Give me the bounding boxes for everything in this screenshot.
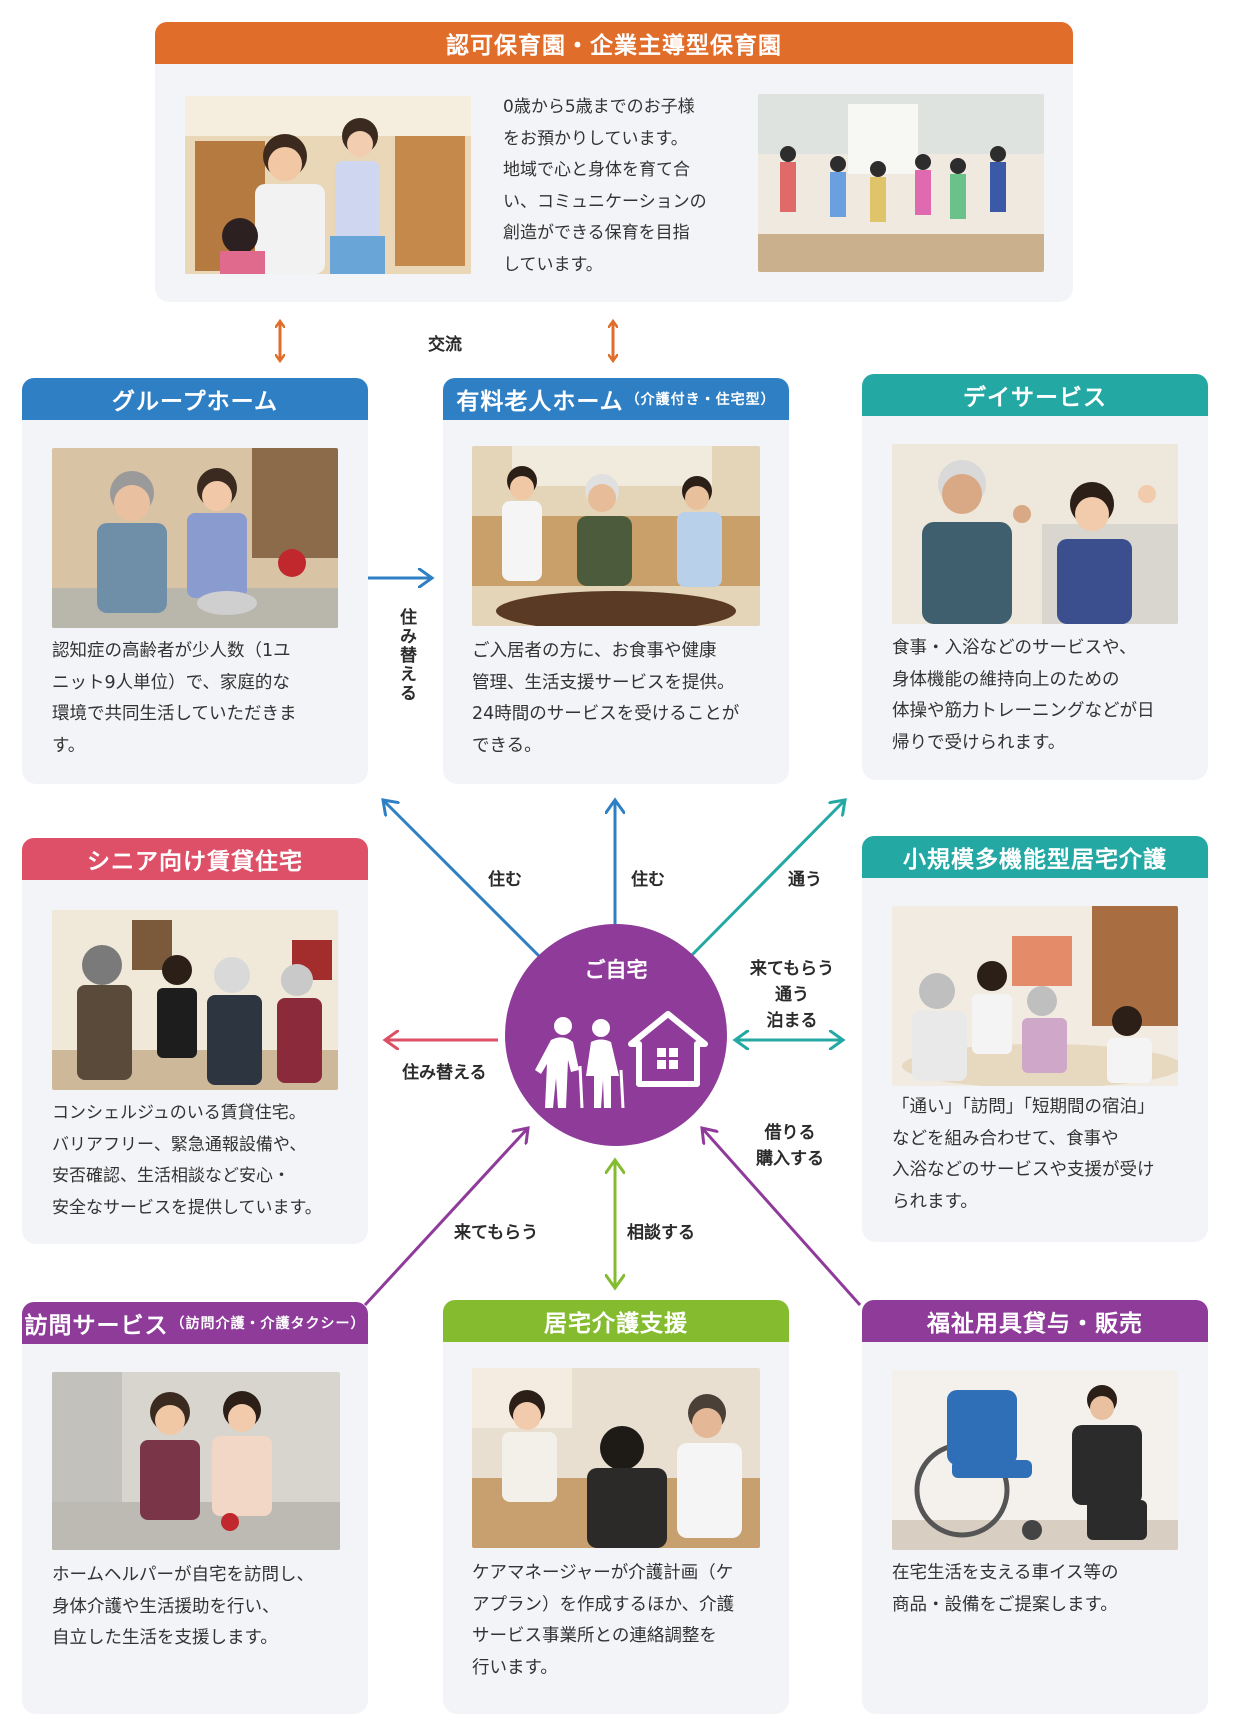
welfare-photo — [892, 1370, 1178, 1550]
visit-service-title-sub: （訪問介護・介護タクシー） — [170, 1316, 366, 1332]
welfare-header: 福祉用具貸与・販売 — [862, 1300, 1208, 1342]
live-center-label: 住む — [631, 870, 665, 890]
day-service-photo — [892, 444, 1178, 624]
live-left-label: 住む — [488, 870, 522, 890]
home-hub: ご自宅 — [505, 924, 727, 1146]
group-home-header: グループホーム — [22, 378, 368, 420]
senior-rental-header: シニア向け賃貸住宅 — [22, 838, 368, 880]
care-support-text: ケアマネージャーが介護計画（ケ アプラン）を作成するほか、介護 サービス事業所と… — [472, 1563, 735, 1678]
nursery-title: 認可保育園・企業主導型保育園 — [446, 33, 782, 59]
come-to-me-arrow — [363, 1128, 528, 1307]
consult-label: 相談する — [627, 1223, 695, 1243]
paid-home-text: ご入居者の方に、お食事や健康 管理、生活支援サービスを提供。 24時間のサービス… — [472, 641, 740, 756]
care-support-title: 居宅介護支援 — [544, 1311, 688, 1337]
rent-buy-arrow — [702, 1128, 862, 1306]
paid-home-header: 有料老人ホーム（介護付き・住宅型） — [443, 378, 789, 420]
day-service-text: 食事・入浴などのサービスや、 身体機能の維持向上のための 体操や筋力トレーニング… — [892, 638, 1155, 753]
day-service-title: デイサービス — [963, 385, 1107, 411]
small-multi-title: 小規模多機能型居宅介護 — [903, 847, 1167, 873]
paid-home-title: 有料老人ホーム — [456, 389, 624, 415]
come-to-me-label: 来てもらう — [454, 1223, 539, 1243]
commute-arrow — [688, 800, 845, 959]
nursery-header: 認可保育園・企業主導型保育園 — [155, 22, 1073, 64]
visit-service-photo — [52, 1372, 340, 1550]
senior-rental-text: コンシェルジュのいる賃貸住宅。 バリアフリー、緊急通報設備や、 安否確認、生活相… — [52, 1103, 322, 1218]
senior-rental-photo — [52, 910, 338, 1090]
live-left-arrow — [383, 800, 542, 959]
care-support-header: 居宅介護支援 — [443, 1300, 789, 1342]
visit-stay-label: 来てもらう 通う 泊まる — [749, 959, 835, 1031]
commute-label: 通う — [788, 870, 822, 890]
group-home-title: グループホーム — [112, 389, 278, 415]
care-support-photo — [472, 1368, 760, 1548]
visit-service-header: 訪問サービス（訪問介護・介護タクシー） — [22, 1302, 368, 1344]
nursery-text: 0歳から5歳までのお子様 をお預かりしています。 地域で心と身体を育て合 い、コ… — [503, 97, 707, 275]
group-home-photo — [52, 448, 338, 628]
senior-rental-title: シニア向け賃貸住宅 — [87, 849, 303, 875]
day-service-header: デイサービス — [862, 374, 1208, 416]
visit-service-text: ホームヘルパーが自宅を訪問し、 身体介護や生活援助を行い、 自立した生活を支援し… — [52, 1565, 314, 1648]
welfare-title: 福祉用具貸与・販売 — [927, 1311, 1143, 1337]
move-in-label: 住み替える — [396, 608, 416, 703]
move-to-rental-label: 住み替える — [402, 1063, 487, 1083]
paid-home-title-sub: （介護付き・住宅型） — [625, 392, 776, 408]
nursery-photo-teacher-child — [185, 96, 471, 274]
small-multi-photo — [892, 906, 1178, 1086]
welfare-text: 在宅生活を支える車イス等の 商品・設備をご提案します。 — [892, 1563, 1119, 1615]
nursery-photo-exercise — [758, 94, 1044, 272]
exchange-label: 交流 — [428, 335, 462, 355]
small-multi-header: 小規模多機能型居宅介護 — [862, 836, 1208, 878]
small-multi-text: 「通い」「訪問」「短期間の宿泊」 などを組み合わせて、食事や 入浴などのサービス… — [892, 1097, 1155, 1212]
elderly-couple-icon — [535, 1017, 625, 1108]
paid-home-photo — [472, 446, 760, 626]
house-icon — [628, 1011, 708, 1087]
visit-service-title: 訪問サービス — [24, 1313, 169, 1339]
hub-title: ご自宅 — [584, 958, 648, 982]
group-home-text: 認知症の高齢者が少人数（1ユ ニット9人単位）で、家庭的な 環境で共同生活してい… — [52, 641, 297, 756]
rent-buy-label: 借りる 購入する — [756, 1123, 824, 1169]
